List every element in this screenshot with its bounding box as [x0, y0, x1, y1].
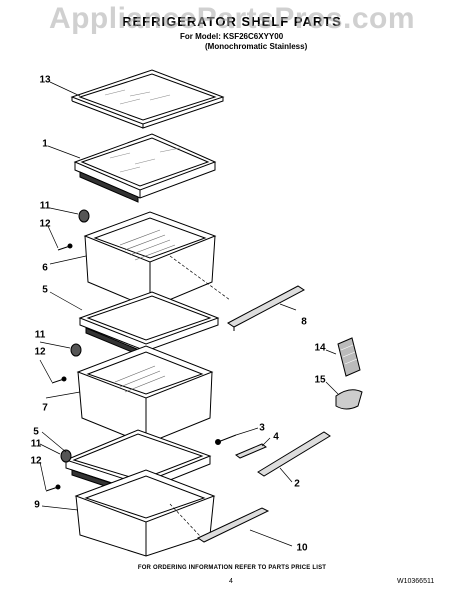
- ordering-note: FOR ORDERING INFORMATION REFER TO PARTS …: [137, 565, 327, 571]
- part-9-crisper-pan-lower: [74, 469, 216, 557]
- model-line: For Model: KSF26C6XYY00: [180, 32, 284, 41]
- part-1-shelf-frame: [73, 133, 217, 203]
- part-11-slide-lower: [60, 449, 72, 463]
- part-10-cover-trim-bottom: [196, 507, 270, 543]
- callout-5-middle: 5: [42, 284, 48, 296]
- color-line: (Monochromatic Stainless): [205, 42, 308, 51]
- part-13-shelf-glass: [70, 69, 225, 129]
- callout-12-lower: 12: [30, 455, 42, 467]
- callout-9: 9: [34, 499, 40, 511]
- part-14-humidity-control: [337, 337, 361, 377]
- part-12-screw-upper: [57, 243, 73, 251]
- callout-8: 8: [301, 316, 307, 328]
- part-8-cover-trim: [227, 285, 305, 331]
- callout-3: 3: [259, 422, 265, 434]
- callout-6: 6: [42, 262, 48, 274]
- callout-12-middle: 12: [34, 346, 46, 358]
- leader-lines: [39, 81, 339, 547]
- part-4-slide-rail: [235, 443, 267, 459]
- callout-11-lower: 11: [30, 438, 42, 450]
- callout-5-lower: 5: [33, 426, 39, 438]
- part-3-screw: [215, 434, 237, 445]
- callout-2: 2: [294, 478, 300, 490]
- callout-1: 1: [42, 138, 48, 150]
- document-number: W10366511: [397, 578, 435, 585]
- page-number: 4: [229, 578, 233, 585]
- part-11-slide-upper: [78, 209, 90, 223]
- callout-14: 14: [314, 342, 326, 354]
- part-7-crisper-pan-middle: [76, 345, 214, 445]
- callout-15: 15: [314, 374, 326, 386]
- callout-10: 10: [296, 542, 308, 554]
- part-12-screw-middle: [51, 376, 67, 384]
- part-15-cover: [335, 389, 363, 410]
- callout-11-upper: 11: [39, 200, 51, 212]
- callout-12-upper: 12: [39, 218, 51, 230]
- callout-13: 13: [39, 74, 51, 86]
- callout-11-middle: 11: [34, 329, 46, 341]
- part-2-cover-trim-lower: [257, 431, 331, 477]
- page-title: REFRIGERATOR SHELF PARTS: [122, 14, 342, 29]
- callout-7: 7: [42, 402, 48, 414]
- part-11-slide-middle: [70, 343, 82, 357]
- part-12-screw-lower: [45, 484, 61, 492]
- callout-4: 4: [273, 431, 279, 443]
